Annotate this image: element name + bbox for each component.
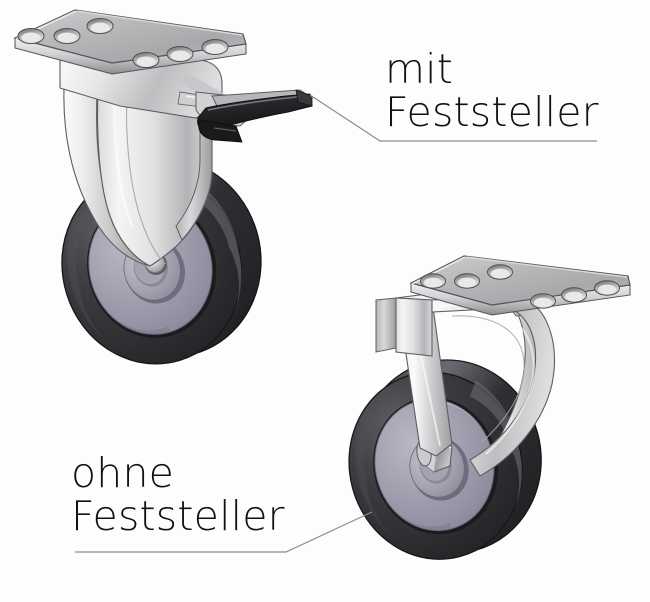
brake-lever-assembly[interactable] [195, 89, 313, 143]
label-mit-feststeller: mit Feststeller [385, 48, 599, 133]
plate-hole [201, 39, 229, 55]
label-ohne-line2: Feststeller [71, 491, 285, 540]
plate-holes [420, 264, 620, 309]
label-ohne-line1: ohne [71, 449, 175, 497]
caster-without-brake [348, 255, 631, 560]
label-ohne-feststeller: ohne Feststeller [71, 452, 285, 537]
fork-left-flange [375, 297, 397, 353]
plate-hole [86, 18, 114, 34]
plate-hole [132, 52, 160, 68]
plate-hole [420, 273, 446, 289]
leader-line-ohne-feststeller [75, 511, 373, 553]
brake-shoe [198, 119, 243, 143]
wheel-without-brake [348, 359, 542, 560]
mounting-plate-without-brake [409, 255, 631, 316]
label-mit-line1: mit [385, 45, 454, 93]
fork-body-without-brake [431, 295, 555, 477]
plate-hole [561, 287, 587, 303]
plate-hole [454, 273, 480, 289]
plate-holes [17, 18, 229, 68]
fork-front-panel [395, 297, 433, 357]
caster-with-brake [13, 9, 313, 365]
plate-hole [166, 46, 194, 62]
label-mit-line2: Feststeller [385, 87, 599, 136]
fork-without-brake [375, 288, 555, 477]
plate-hole [487, 264, 513, 280]
plate-hole [530, 293, 556, 309]
plate-hole [594, 280, 620, 296]
leader-line-mit-feststeller [309, 94, 597, 142]
plate-hole [17, 28, 45, 44]
plate-hole [53, 28, 81, 44]
mounting-plate-with-brake [13, 9, 247, 75]
